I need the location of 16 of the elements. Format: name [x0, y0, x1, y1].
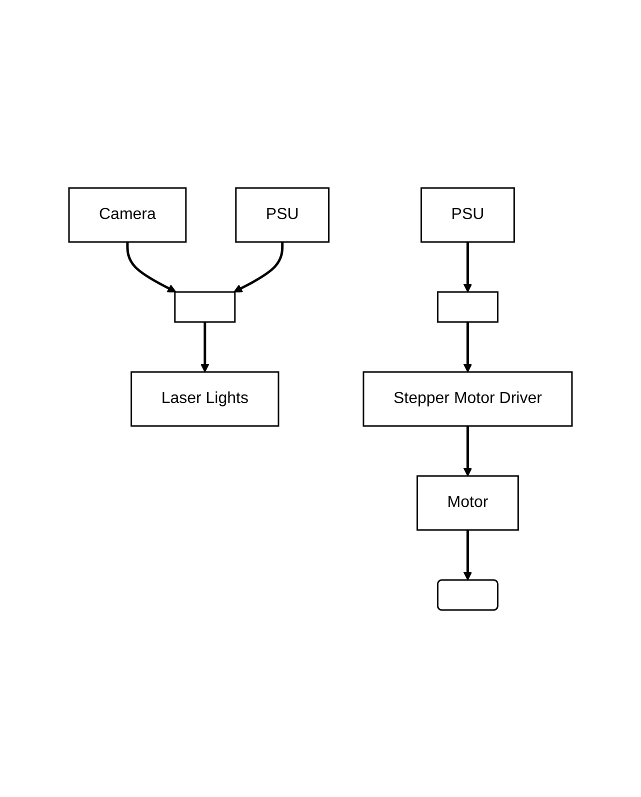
arrow — [463, 530, 472, 580]
arrow — [234, 242, 284, 292]
arrow — [463, 322, 472, 372]
node-box: Camera — [68, 186, 187, 242]
node-box: Laser Lights — [130, 370, 280, 426]
node-box: Motor — [416, 474, 519, 530]
node-box — [436, 290, 498, 322]
node-bar — [436, 578, 498, 610]
node-box: Stepper Motor Driver — [362, 370, 573, 426]
arrow — [463, 242, 472, 292]
node-box: PSU — [235, 186, 330, 242]
node-box: PSU — [420, 186, 515, 242]
arrow — [200, 322, 210, 372]
node-box — [174, 290, 236, 322]
arrow — [463, 426, 472, 476]
arrow — [126, 242, 176, 292]
